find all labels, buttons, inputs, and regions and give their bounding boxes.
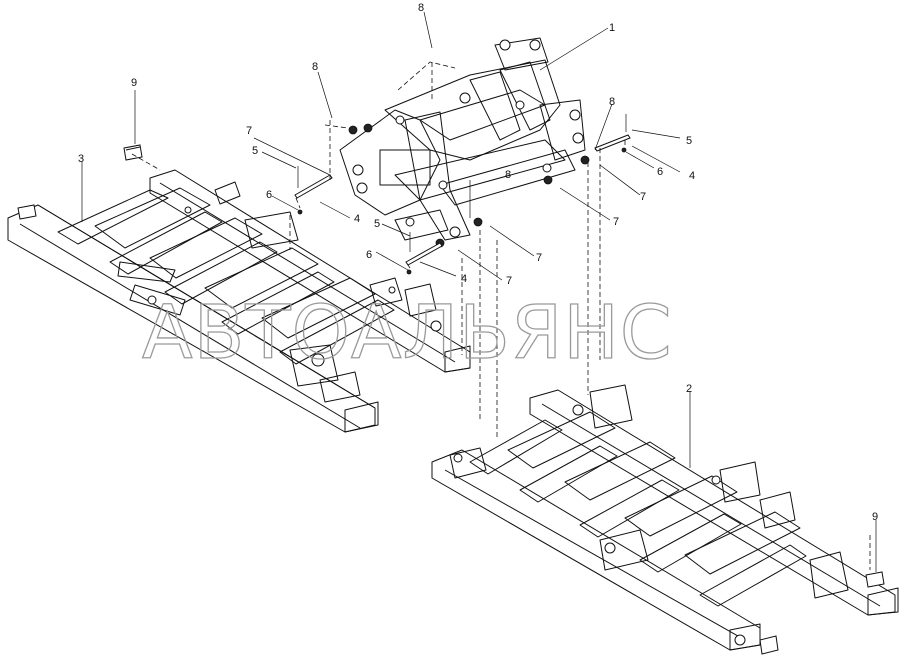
end-cap-part-9-left-top — [123, 144, 143, 161]
callout-5-center: 5 — [374, 218, 380, 230]
callout-4-right: 4 — [689, 170, 695, 182]
end-cap-part-9-left-rail — [17, 204, 37, 220]
watermark-text: АВТОАЛЬЯНС — [142, 290, 673, 376]
callout-8-right: 8 — [609, 96, 615, 108]
left-frame-part-3 — [7, 169, 471, 433]
callout-5-right: 5 — [686, 135, 692, 147]
center-hitch-part-1 — [339, 37, 586, 241]
end-cap-part-9-right-front — [759, 635, 779, 655]
callout-6-center: 6 — [366, 249, 372, 261]
callout-6-left: 6 — [266, 189, 272, 201]
callout-7-center: 7 — [506, 275, 512, 287]
right-frame-part-2 — [431, 384, 899, 651]
callout-9-right: 9 — [872, 511, 878, 523]
callout-4-center: 4 — [461, 273, 467, 285]
assembly-lines — [131, 61, 871, 570]
callout-8-center: 8 — [505, 169, 511, 181]
callout-7-center-right: 7 — [536, 252, 542, 264]
callout-1: 1 — [609, 22, 615, 34]
callout-5-left: 5 — [252, 145, 258, 157]
callout-7-left: 7 — [246, 125, 252, 137]
callout-9-left: 9 — [131, 77, 137, 89]
callout-8-top: 8 — [418, 2, 424, 14]
callout-6-right: 6 — [657, 166, 663, 178]
washers-part-6 — [297, 147, 627, 275]
callout-2: 2 — [686, 383, 692, 395]
cotter-pins-part-5 — [297, 114, 627, 252]
end-cap-part-9-right-rail — [865, 571, 885, 588]
callout-7-right-upper: 7 — [640, 191, 646, 203]
leader-lines — [81, 11, 877, 572]
callout-8-left: 8 — [312, 61, 318, 73]
pins-part-4 — [294, 134, 631, 266]
callout-3: 3 — [78, 153, 84, 165]
callout-4-left: 4 — [354, 213, 360, 225]
callout-7-right-lower: 7 — [613, 216, 619, 228]
callout-labels: 8 1 8 9 8 5 3 7 5 6 4 7 8 5 6 4 7 7 6 4 … — [78, 2, 878, 523]
